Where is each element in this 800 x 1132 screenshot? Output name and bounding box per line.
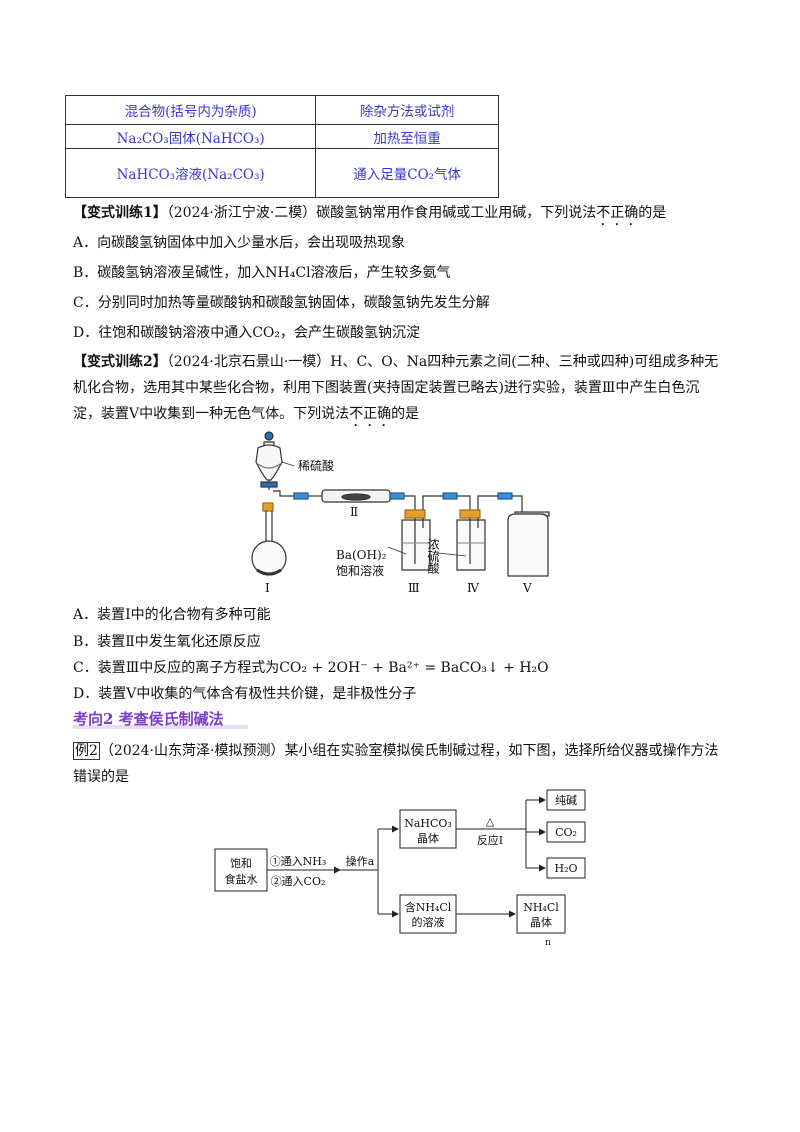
- co2-label: CO₂: [555, 826, 577, 839]
- heat-symbol: △: [486, 815, 495, 828]
- tube-solid: [341, 493, 371, 501]
- table-cell: 通入足量CO₂气体: [315, 148, 499, 198]
- table-header-cell: 除杂方法或试剂: [315, 95, 499, 125]
- h2o-box: [546, 857, 586, 879]
- purification-table: 混合物(括号内为杂质) 除杂方法或试剂 Na₂CO₃固体(NaHCO₃) 加热至…: [64, 95, 499, 198]
- q1-stem-end: 的是: [638, 205, 667, 221]
- step2-label: ②通入CO₂: [271, 875, 326, 888]
- funnel-liquid: [257, 463, 281, 469]
- flask-outlet-pipe: [273, 490, 295, 497]
- example2-line1: 例2（2024·山东菏泽·模拟预测）某小组在实验室模拟侯氏制碱过程，如下图，选择…: [73, 740, 718, 760]
- bottle4-stopper: [459, 509, 481, 519]
- brine-label-2: 食盐水: [225, 872, 258, 886]
- apparatus-diagram: 稀硫酸 Ⅱ Ba(OH)₂ 饱和溶液 浓硫酸 Ⅰ Ⅲ Ⅳ Ⅴ: [251, 431, 550, 595]
- q2-tag: 【变式训练2】: [73, 354, 167, 370]
- q1-emphasis: 不正确: [596, 205, 639, 221]
- section-heading-text: 考向2 考查侯氏制碱法: [73, 710, 224, 728]
- nahco3-label-2: 晶体: [417, 831, 439, 845]
- nh4cl-solution-label-1: 含NH₄Cl: [405, 900, 452, 914]
- section-heading: 考向2 考查侯氏制碱法: [73, 708, 248, 729]
- table-cell: NaHCO₃溶液(Na₂CO₃): [64, 148, 317, 198]
- table-cell: Na₂CO₃固体(NaHCO₃): [64, 124, 317, 149]
- table-header-row: 混合物(括号内为杂质) 除杂方法或试剂: [64, 95, 499, 125]
- label-I: Ⅰ: [265, 581, 270, 595]
- q2-option-d: D．装置Ⅴ中收集的气体含有极性共价键，是非极性分子: [73, 686, 417, 702]
- bottle3-reagent-label: Ba(OH)₂: [336, 548, 387, 562]
- q2-option-b: B．装置Ⅱ中发生氧化还原反应: [73, 634, 261, 650]
- table-cell: 加热至恒重: [315, 124, 499, 149]
- q2-stem-line3: 淀，装置Ⅴ中收集到一种无色气体。下列说法不正确的是: [73, 403, 419, 430]
- label-V: Ⅴ: [522, 581, 532, 595]
- q1-stem: 【变式训练1】（2024·浙江宁波·二模）碳酸氢钠常用作食用碱或工业用碱，下列说…: [73, 202, 666, 229]
- q2-stem-line1: 【变式训练2】（2024·北京石景山·一模）H、C、O、Na四种元素之间(二种、…: [73, 351, 718, 371]
- nahco3-label-1: NaHCO₃: [404, 817, 452, 830]
- q2-option-a: A．装置Ⅰ中的化合物有多种可能: [73, 607, 271, 623]
- example2-tag: 例2: [73, 742, 100, 760]
- q1-option-b: B．碳酸氢钠溶液呈碱性，加入NH₄Cl溶液后，产生较多氨气: [73, 265, 451, 281]
- bottle-3: [401, 519, 431, 571]
- pipe-5: [477, 495, 502, 510]
- pipe-3: [422, 495, 452, 510]
- bottle-4: [456, 519, 486, 571]
- q1-option-d: D．往饱和碳酸钠溶液中通入CO₂，会产生碳酸氢钠沉淀: [73, 325, 421, 341]
- nh4cl-crystal-label-1: NH₄Cl: [523, 901, 559, 914]
- q1-option-c: C．分别同时加热等量碳酸钠和碳酸氢钠固体，碳酸氢钠先发生分解: [73, 295, 490, 311]
- bottle4-reagent-label: 浓硫酸: [426, 538, 440, 574]
- q1-stem-text: （2024·浙江宁波·二模）碳酸氢钠常用作食用碱或工业用碱，下列说法: [166, 205, 597, 221]
- footnote-mark: n: [545, 938, 551, 948]
- heading-underline: [73, 725, 248, 729]
- label-IV: Ⅳ: [467, 581, 480, 595]
- tube-label: Ⅱ: [350, 505, 358, 519]
- funnel-stopcock: [260, 481, 278, 488]
- soda-ash-label: 纯碱: [555, 794, 577, 807]
- soda-ash-box: [546, 789, 586, 811]
- operation-a-label: 操作a: [346, 854, 375, 868]
- co2-box: [546, 821, 586, 843]
- table-header-cell: 混合物(括号内为杂质): [64, 95, 317, 125]
- nh4cl-crystal-label-2: 晶体: [530, 915, 552, 929]
- label-III: Ⅲ: [408, 581, 420, 595]
- separatory-funnel: [255, 444, 283, 481]
- connector-3: [442, 492, 458, 500]
- table-row: Na₂CO₃固体(NaHCO₃) 加热至恒重: [64, 124, 499, 149]
- q2-stem-text: （2024·北京石景山·一模）H、C、O、Na四种元素之间(二种、三种或四种)可…: [166, 354, 719, 370]
- label-pointer-3: [387, 546, 407, 555]
- saturated-brine-box: [214, 848, 268, 892]
- hou-process-flow: 饱和 食盐水 ①通入NH₃ ②通入CO₂ 操作a NaHCO₃ 晶体 △ 反应Ⅰ…: [214, 789, 586, 948]
- acid-label: 稀硫酸: [298, 458, 334, 473]
- funnel-stopper: [264, 431, 274, 441]
- q2-emphasis: 不正确: [349, 406, 392, 422]
- nahco3-crystal-box: [399, 809, 457, 849]
- h2o-label: H₂O: [554, 862, 577, 875]
- label-pointer-4: [437, 552, 467, 557]
- bottle3-stopper: [404, 509, 426, 519]
- q2-stem-line2: 机化合物，选用其中某些化合物，利用下图装置(夹持固定装置已略去)进行实验，装置Ⅲ…: [73, 380, 700, 396]
- q1-option-a: A．向碳酸氢钠固体中加入少量水后，会出现吸热现象: [73, 235, 406, 251]
- reaction-label: 反应Ⅰ: [477, 833, 503, 847]
- connector-1: [293, 492, 309, 500]
- nh4cl-solution-label-2: 的溶液: [412, 915, 445, 929]
- nh4cl-solution-box: [399, 894, 457, 934]
- pipe-4: [457, 495, 471, 516]
- example2-text: （2024·山东菏泽·模拟预测）某小组在实验室模拟侯氏制碱过程，如下图，选择所给…: [99, 743, 719, 759]
- q2-stem-text3: 淀，装置Ⅴ中收集到一种无色气体。下列说法: [73, 406, 350, 422]
- q2-option-c: C．装置Ⅲ中反应的离子方程式为CO₂ + 2OH⁻ + Ba²⁺ = BaCO₃…: [73, 660, 549, 676]
- gas-jar: [507, 513, 549, 577]
- connector-4: [497, 492, 513, 500]
- brine-label-1: 饱和: [230, 856, 252, 870]
- flask-stopper: [262, 502, 274, 512]
- label-pointer-acid: [281, 461, 295, 467]
- step1-label: ①通入NH₃: [270, 855, 327, 868]
- table-row: NaHCO₃溶液(Na₂CO₃) 通入足量CO₂气体: [64, 148, 499, 198]
- q1-tag: 【变式训练1】: [73, 205, 167, 221]
- connector-2: [389, 492, 405, 500]
- example2-line2: 错误的是: [73, 769, 129, 785]
- flask-solid: [256, 568, 282, 576]
- q2-stem-end: 的是: [391, 406, 420, 422]
- bottle3-reagent-label-2: 饱和溶液: [336, 563, 384, 578]
- pipe-2: [404, 495, 416, 516]
- nh4cl-crystal-box: [516, 894, 566, 934]
